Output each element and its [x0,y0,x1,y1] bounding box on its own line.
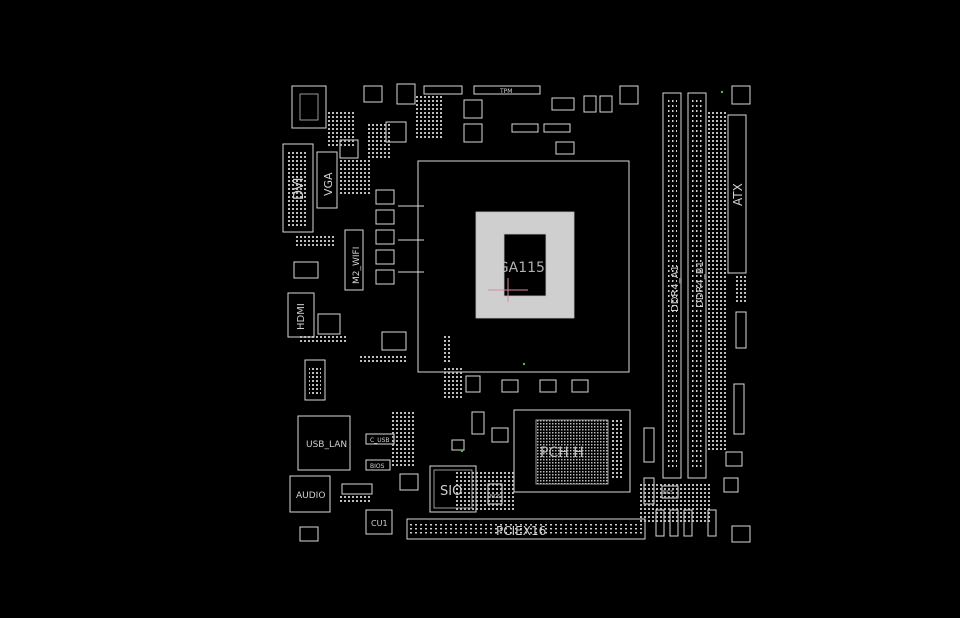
sio-chip: SIO [429,465,477,513]
components-mid: NCS C_USB BIOS CU1 [340,368,589,535]
atx-label: ATX [731,183,745,206]
c-usb-label: C_USB [370,437,390,444]
tpm-header [473,85,541,95]
pch-label: PCH H [540,445,584,461]
audio-connector [289,475,331,513]
cu1-chip [365,509,393,535]
bios-chip [365,459,391,471]
tpm-label: TPM [499,88,512,95]
cu1-label: CU1 [371,519,388,528]
components-bottom-right [640,484,717,537]
sio-label: SIO [440,484,462,499]
usb-lan-label: USB_LAN [306,440,347,450]
audio-label: AUDIO [296,491,325,501]
bios-label: BIOS [370,463,385,470]
dvi-connector [282,143,314,233]
vga-label: VGA [322,172,335,196]
pciex16-slot: PCIEX16 [406,518,646,540]
m2-wifi-slot [344,229,364,291]
dimm-slots: DDR4_A1 DDR4_B1 [662,92,726,479]
ddr-slot-2 [687,92,707,479]
m2-wifi-label: M2_WIFI [352,247,362,284]
pciex16-label: PCIEX16 [496,524,546,538]
cpu-label: LGA1151 [490,260,554,276]
dvi-label: DVI [292,177,307,200]
rear-io: DVI VGA M2_WIFI HDMI USB_LAN AUDIO [282,85,364,542]
vga-connector [316,151,338,209]
hdmi-label: HDMI [296,303,307,330]
svg-text:NCS: NCS [490,494,500,500]
usb-header-top [291,85,327,129]
ddr-slot-1 [662,92,682,479]
ddr-slot-1-label: DDR4_A1 [670,265,681,312]
cpu-socket: LGA1151 [417,160,630,373]
components-top-left: TPM [296,83,639,364]
ddr-slot-2-label: DDR4_B1 [695,261,706,308]
atx-power: ATX [723,85,751,543]
cpu-socket-outline [417,160,630,373]
usb-lan-connector [297,415,351,471]
